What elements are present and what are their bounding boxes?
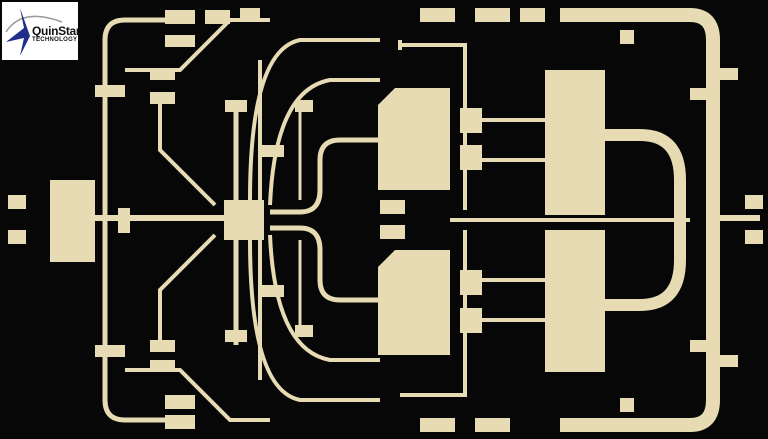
amplifier-cell-bottom bbox=[378, 250, 450, 355]
trace bbox=[480, 118, 545, 322]
input-pad bbox=[50, 180, 95, 262]
logo-subtitle: TECHNOLOGY bbox=[32, 37, 78, 43]
trace-bottom-left bbox=[102, 230, 170, 423]
splitter-junction bbox=[224, 200, 264, 240]
star-logo-icon bbox=[5, 8, 63, 56]
logo-name: QuinStar bbox=[32, 24, 81, 38]
trace bbox=[270, 137, 380, 215]
trace bbox=[270, 225, 380, 303]
trace bbox=[125, 368, 270, 422]
combiner-loop bbox=[605, 129, 686, 311]
amplifier-cell-top bbox=[378, 88, 450, 190]
capacitor-bottom bbox=[545, 230, 605, 372]
bond-pads bbox=[8, 8, 763, 432]
trace bbox=[158, 100, 217, 207]
trace bbox=[248, 38, 380, 402]
trace bbox=[158, 233, 217, 340]
capacitor-top bbox=[545, 70, 605, 215]
trace bbox=[268, 78, 380, 362]
trace bbox=[398, 40, 467, 397]
trace bbox=[125, 18, 270, 72]
trace-top-left bbox=[102, 17, 170, 230]
quinstar-logo: QuinStar TECHNOLOGY bbox=[2, 2, 81, 60]
